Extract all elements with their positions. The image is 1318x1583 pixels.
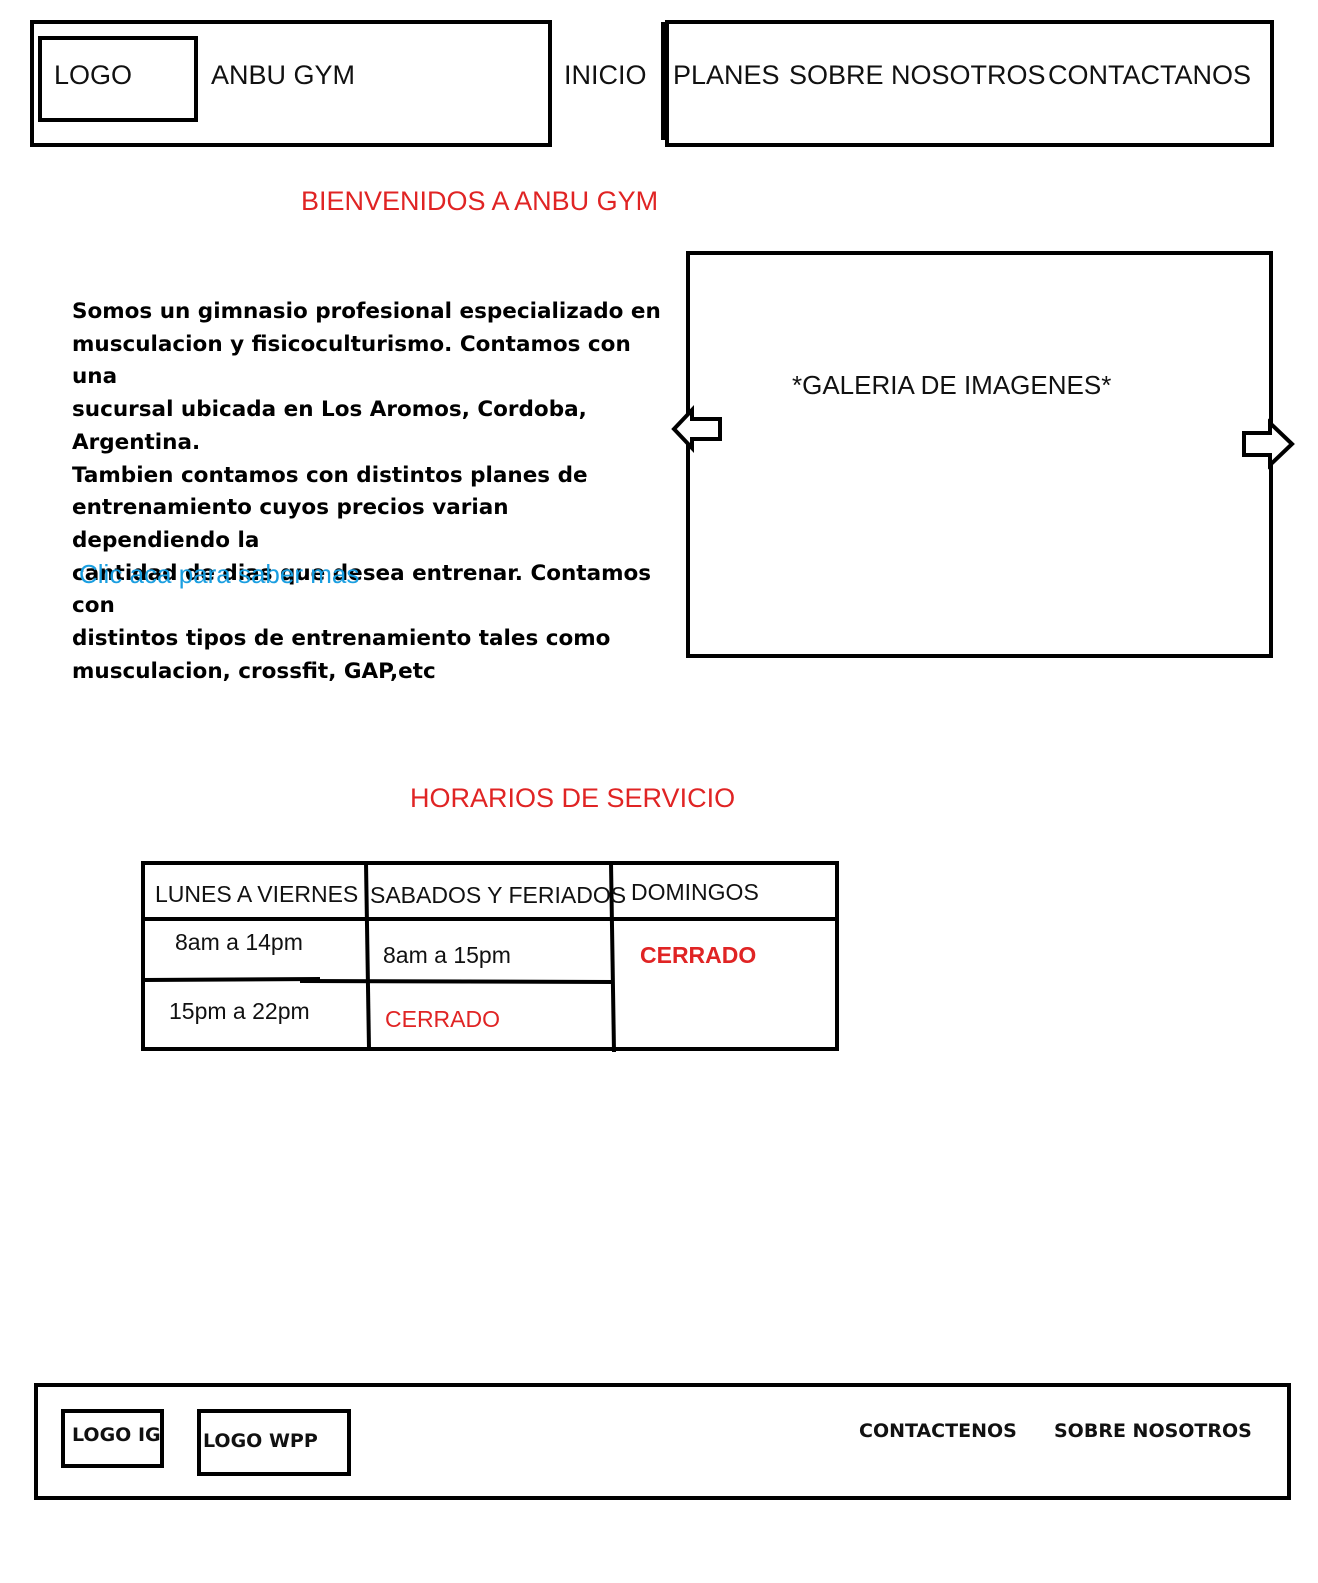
description-line: sucursal ubicada en Los Aromos, Cordoba,… [72, 397, 587, 455]
instagram-logo[interactable] [61, 1409, 164, 1468]
whatsapp-logo-label: LOGO WPP [203, 1430, 318, 1452]
schedule-cell-sunday: CERRADO [640, 942, 757, 968]
gallery-title: *GALERIA DE IMAGENES* [792, 370, 1112, 400]
schedule-header-saturday: SABADOS Y FERIADOS [370, 882, 627, 908]
nav-sobre-nosotros[interactable]: SOBRE NOSOTROS [789, 60, 1046, 90]
logo[interactable] [38, 36, 198, 122]
nav-divider [661, 22, 665, 140]
schedule-cell-saturday-morning: 8am a 15pm [383, 942, 511, 968]
welcome-title: BIENVENIDOS A ANBU GYM [301, 186, 659, 216]
schedule-header-sunday: DOMINGOS [631, 879, 759, 905]
instagram-logo-label: LOGO IG [72, 1424, 161, 1446]
schedule-cell-saturday-evening: CERRADO [385, 1006, 501, 1032]
description-line: Tambien contamos con distintos planes de [72, 462, 588, 488]
header-nav-area [665, 20, 1274, 147]
description-line: musculacion, crossfit, GAP,etc [72, 658, 436, 684]
whatsapp-logo[interactable] [197, 1409, 351, 1476]
brand-name[interactable]: ANBU GYM [211, 60, 356, 90]
description-line: cantidad de dias que desea entrenar. Con… [72, 560, 652, 619]
schedule-cell-weekdays-morning: 8am a 14pm [175, 929, 303, 955]
footer-sobre-nosotros-link[interactable]: SOBRE NOSOTROS [1054, 1420, 1252, 1442]
schedule-title: HORARIOS DE SERVICIO [410, 783, 736, 813]
description-line: musculacion y fisicoculturismo. Contamos… [72, 331, 631, 390]
arrow-right-icon[interactable] [1240, 417, 1296, 471]
footer-contactenos-link[interactable]: CONTACTENOS [859, 1420, 1017, 1442]
footer [34, 1383, 1291, 1500]
description-line: Somos un gimnasio profesional especializ… [72, 299, 661, 324]
arrow-left-icon[interactable] [670, 404, 726, 454]
more-info-link[interactable]: Clic aca para saber mas [79, 559, 360, 589]
nav-planes[interactable]: PLANES [673, 60, 780, 90]
description-line: distintos tipos de entrenamiento tales c… [72, 626, 611, 652]
header-brand-area [30, 20, 552, 147]
schedule-header-weekdays: LUNES A VIERNES [155, 881, 359, 907]
description: Somos un gimnasio profesional especializ… [72, 296, 672, 688]
schedule-cell-weekdays-evening: 15pm a 22pm [169, 998, 310, 1024]
logo-label: LOGO [54, 60, 133, 90]
nav-contactanos[interactable]: CONTACTANOS [1048, 60, 1252, 90]
description-line: entrenamiento cuyos precios varian depen… [72, 495, 509, 553]
nav-inicio[interactable]: INICIO [564, 60, 647, 90]
